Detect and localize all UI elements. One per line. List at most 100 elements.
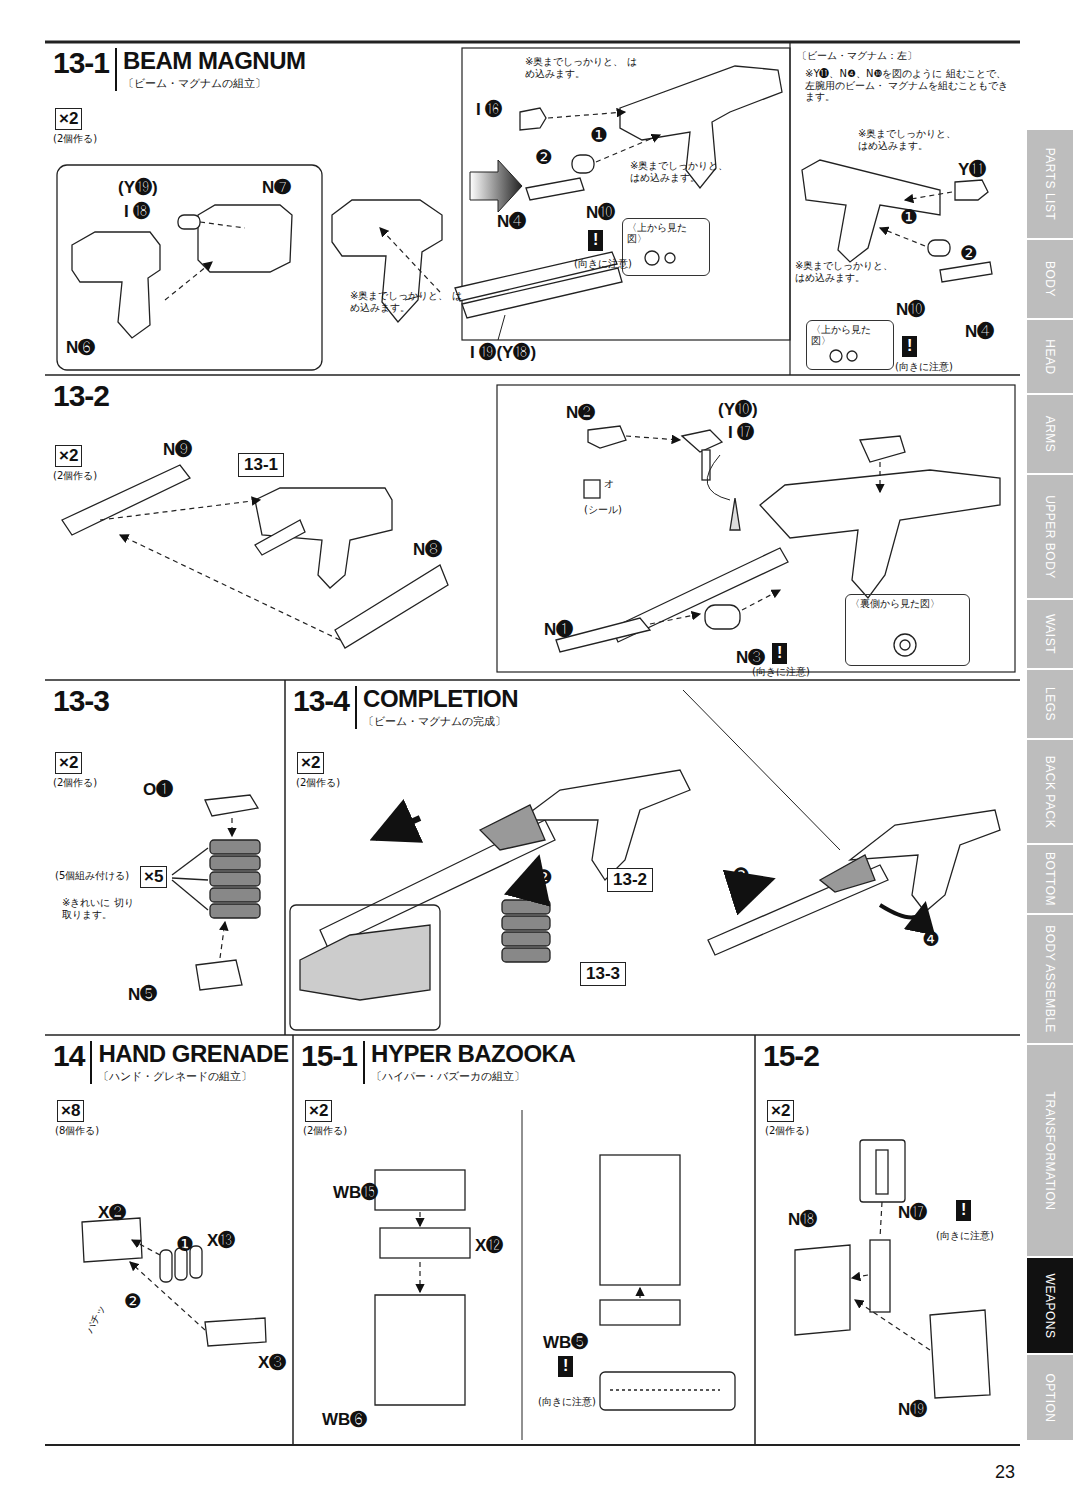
tab-label: WEAPONS: [1043, 1273, 1057, 1338]
section-tab: BODY: [1027, 240, 1073, 318]
box-text: !: [777, 644, 782, 661]
drawing-g: [62, 426, 1000, 656]
drawing-g: [520, 66, 782, 265]
drawing-g: [165, 222, 440, 300]
tab-label: BOTTOM: [1043, 852, 1057, 906]
drawing-rect: [600, 1300, 680, 1325]
callout-number: ❷: [535, 146, 553, 169]
drawing-g: [220, 818, 232, 958]
callout-number: ❶: [900, 206, 918, 229]
step-subtitle: 〔ビーム・マグナムの完成〕: [363, 714, 518, 729]
section-tab: LEGS: [1027, 670, 1073, 738]
step-number: 13-1: [53, 48, 109, 78]
step-panel: 13-1BEAM MAGNUM〔ビーム・マグナムの組立〕×2!〈上から見た図〉〈…: [45, 42, 1020, 375]
drawing-path: [375, 1295, 465, 1405]
drawing-line: [45, 374, 1020, 376]
drawing-path: [707, 455, 730, 500]
view-inset: 〈上から見た図〉: [806, 320, 894, 370]
drawing-rect: [600, 1372, 735, 1410]
note-text: パチッ: [84, 1303, 107, 1335]
note-text: (向きに注意): [574, 258, 632, 270]
part-label: X⓬: [475, 1236, 503, 1256]
drawing-polygon: [470, 160, 522, 212]
drawing-line: [45, 679, 1020, 681]
tab-label: LEGS: [1043, 687, 1057, 721]
part-label: X❸: [258, 1353, 286, 1373]
drawing-rect: [290, 905, 440, 1030]
drawing-path: [610, 1389, 720, 1390]
step-panel: 13-4COMPLETION〔ビーム・マグナムの完成〕×213-213-3: [285, 680, 1020, 1035]
note-text: ※Y⓫、N❹、N❿を図のように 組むことで、左腕用のビーム・ マグナムを組むこと…: [805, 68, 1015, 103]
drawing-rect: [705, 605, 740, 629]
drawing-rect: [600, 1155, 680, 1285]
note-text: (向きに注意): [895, 361, 953, 373]
section-tab: WAIST: [1027, 600, 1073, 668]
caution-mark: !: [956, 1200, 971, 1221]
note-text: (向きに注意): [538, 1396, 596, 1408]
drawing-path: [205, 795, 258, 816]
step-title: COMPLETION: [363, 686, 518, 712]
section-tab: ARMS: [1027, 395, 1073, 473]
drawing-g: [82, 1218, 266, 1346]
part-label: WB❻: [322, 1410, 367, 1430]
step-reference: 13-1: [238, 453, 284, 477]
drawing-rect: [210, 888, 260, 902]
drawing-circle: [830, 350, 842, 362]
drawing-line: [879, 462, 880, 492]
callout-number: ❶: [590, 124, 608, 147]
drawing-rect: [702, 450, 710, 480]
step-title: BEAM MAGNUM: [123, 48, 305, 74]
drawing-path: [795, 1245, 850, 1335]
part-label: N⓱: [898, 1203, 927, 1223]
drawing-path: [255, 488, 392, 588]
note-text: (シール): [584, 504, 622, 516]
tab-label: BODY ASSEMBLE: [1043, 925, 1057, 1033]
box-text: ×8: [61, 1101, 80, 1120]
drawing-g: [502, 900, 550, 962]
note-text: オ: [604, 478, 614, 490]
step-number: 13-3: [53, 686, 109, 716]
step-reference: 13-3: [580, 962, 626, 986]
drawing-g: [795, 1140, 990, 1398]
part-label: N❿: [586, 203, 615, 223]
part-label: N❸: [736, 648, 765, 668]
note-text: (2個作る): [53, 133, 97, 145]
drawing-rect: [57, 165, 322, 370]
drawing-line: [292, 1035, 294, 1445]
drawing-rect: [870, 1240, 890, 1312]
drawing-path: [520, 108, 546, 130]
step-number: 15-2: [763, 1041, 819, 1071]
box-text: 13-2: [613, 870, 647, 889]
drawing-circle: [665, 253, 675, 263]
part-label: N❻: [66, 338, 95, 358]
drawing-line: [132, 1240, 160, 1255]
section-tab: BACK PACK: [1027, 740, 1073, 843]
tab-label: OPTION: [1043, 1373, 1057, 1422]
section-tab: PARTS LIST: [1027, 130, 1073, 238]
drawing-line: [650, 614, 700, 624]
part-label: X❷: [98, 1203, 126, 1223]
part-label: N⓲: [788, 1210, 817, 1230]
tab-label: HEAD: [1043, 339, 1057, 374]
drawing-circle: [894, 634, 916, 656]
box-text: !: [593, 231, 598, 248]
drawing-polygon: [940, 262, 992, 282]
box-text: 〈上から見た図〉: [627, 222, 687, 244]
note-text: (2個作る): [53, 470, 97, 482]
drawing-g: [880, 192, 952, 246]
part-label: N❿: [896, 300, 925, 320]
drawing-g: [45, 42, 1020, 1445]
drawing-rect: [380, 1228, 470, 1258]
part-label: I ⓰: [476, 100, 502, 120]
part-label: N❹: [497, 212, 526, 232]
drawing-path: [682, 430, 722, 452]
step-panel: 15-1HYPER BAZOOKA〔ハイパー・バズーカの組立〕×2!: [293, 1035, 755, 1445]
step-title-block: HYPER BAZOOKA〔ハイパー・バズーカの組立〕: [363, 1041, 575, 1084]
note-text: 〔ビーム・マグナム：左〕: [797, 50, 917, 62]
drawing-rect: [572, 155, 594, 173]
tab-label: BODY: [1043, 261, 1057, 297]
note-text: ※奥までしっかりと、 はめ込みます。: [795, 260, 905, 283]
drawing-line: [419, 1262, 420, 1292]
part-label: WB⓯: [333, 1183, 378, 1203]
step-title-block: COMPLETION 〔ビーム・マグナムの完成〕: [355, 686, 518, 729]
